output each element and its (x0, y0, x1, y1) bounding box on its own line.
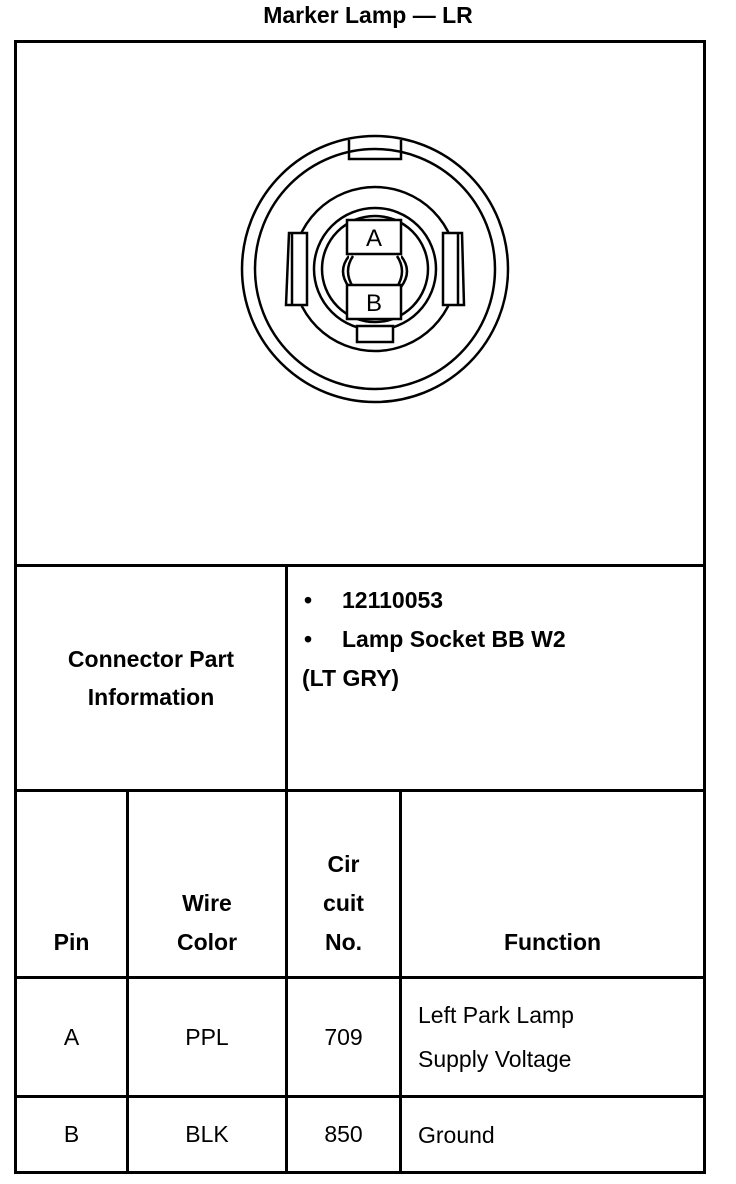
table-header-row: Pin Wire Color Cir cuit No. Function (17, 792, 703, 979)
connector-sheet: A B Connector Part Information • 1211005… (14, 40, 706, 1174)
page-title: Marker Lamp — LR (263, 2, 473, 28)
header-function: Function (503, 929, 602, 955)
table-row: A PPL 709 Left Park Lamp Supply Voltage (17, 979, 703, 1098)
terminal-a-label: A (366, 225, 382, 252)
top-notch (347, 140, 403, 161)
header-pin: Pin (17, 792, 129, 976)
outer-ring (240, 134, 510, 404)
connector-face-drawing: A B (240, 134, 510, 404)
wire-color-cell: BLK (129, 1098, 288, 1171)
left-tab (284, 231, 309, 307)
circuit-cell: 709 (288, 979, 402, 1095)
part-number-line: • 12110053 (288, 581, 688, 620)
table-row: B BLK 850 Ground (17, 1098, 703, 1171)
terminal-b-box (345, 283, 403, 321)
connector-diagram: A B (17, 43, 703, 567)
inner-ring-3 (320, 214, 430, 324)
terminal-b-label: B (366, 290, 382, 317)
circuit-cell: 850 (288, 1098, 402, 1171)
info-label-line1: Connector Part (67, 646, 235, 672)
description-color: (LT GRY) (302, 665, 400, 691)
connector-part-info-label: Connector Part Information (17, 567, 288, 789)
function-cell: Left Park Lamp Supply Voltage (418, 1002, 574, 1072)
bottom-notch (355, 324, 395, 344)
description-line: • Lamp Socket BB W2 (288, 620, 688, 659)
right-tab (441, 231, 466, 307)
header-wire-color: Wire Color (129, 792, 288, 976)
outer-ring-inner (253, 147, 497, 391)
bullet: • (304, 626, 313, 652)
connector-part-info-value: • 12110053 • Lamp Socket BB W2 (LT GRY) (288, 581, 688, 698)
info-label-line2: Information (87, 684, 215, 710)
terminal-a-box (345, 218, 403, 256)
pin-cell: A (17, 979, 129, 1095)
header-circuit-no: Cir cuit No. (288, 792, 402, 976)
pin-cell: B (17, 1098, 129, 1171)
function-cell: Ground (418, 1121, 495, 1148)
bullet: • (304, 587, 313, 613)
connector-part-info-row: Connector Part Information • 12110053 • … (17, 567, 703, 792)
wire-color-cell: PPL (129, 979, 288, 1095)
description: Lamp Socket BB W2 (342, 626, 566, 652)
part-number: 12110053 (342, 587, 444, 613)
